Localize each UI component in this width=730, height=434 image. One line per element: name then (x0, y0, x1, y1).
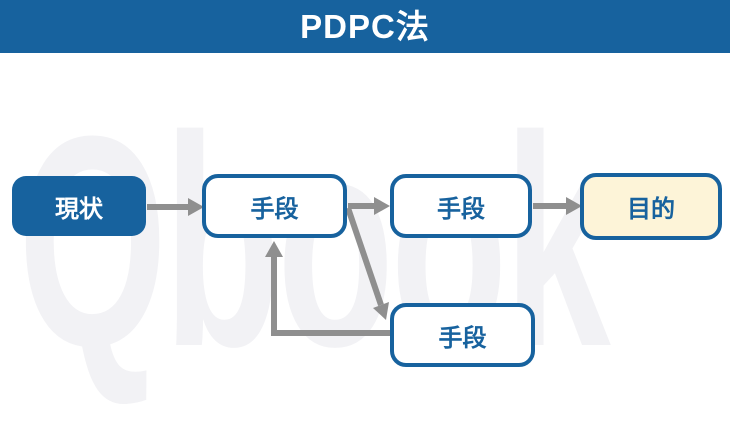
title-bar: PDPC法 (0, 0, 730, 53)
arrow-means3-to-means1 (265, 241, 390, 336)
arrow-means1-to-means2 (348, 197, 390, 215)
page-title: PDPC法 (300, 8, 430, 45)
node-means-2: 手段 (390, 174, 532, 238)
arrow-means2-to-goal (533, 197, 582, 215)
arrow-means1-to-means3 (345, 207, 389, 320)
node-means-1: 手段 (202, 174, 347, 238)
node-current-state: 現状 (12, 176, 146, 236)
node-means-3: 手段 (390, 303, 535, 367)
node-goal: 目的 (580, 173, 722, 240)
arrow-current-to-means1 (147, 198, 204, 216)
